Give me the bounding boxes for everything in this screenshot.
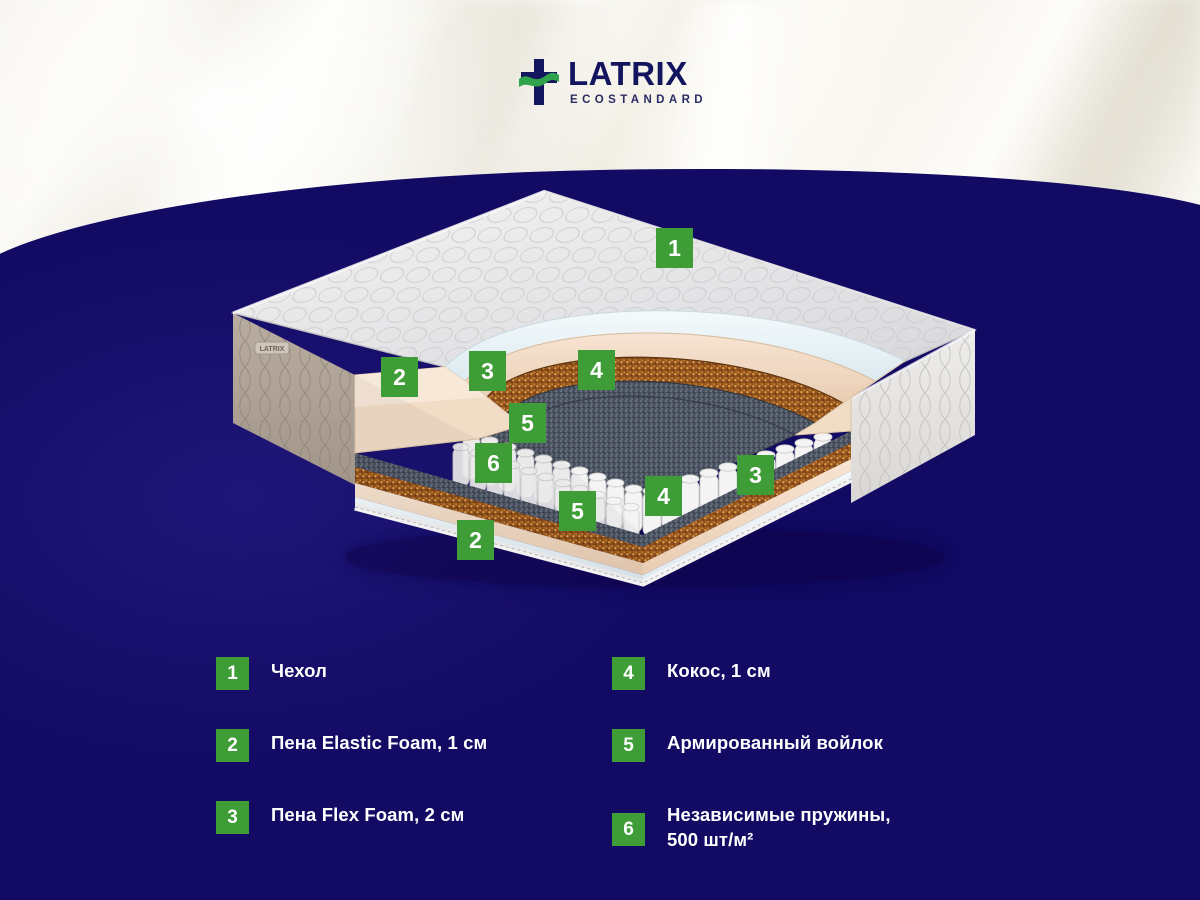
legend-badge-1: 1 — [216, 657, 249, 690]
callout-badge-6-springs: 6 — [475, 443, 512, 483]
brand-tagline: ECOSTANDARD — [570, 94, 707, 106]
legend-label-2: Пена Elastic Foam, 1 см — [271, 732, 488, 753]
legend-item-5: 5 Армированный войлок — [612, 727, 1046, 799]
svg-text:LATRIX: LATRIX — [260, 346, 285, 353]
legend-item-1: 1 Чехол — [216, 655, 612, 727]
legend-item-3: 3 Пена Flex Foam, 2 см — [216, 799, 612, 871]
callout-badge-3-bottom: 3 — [737, 455, 774, 495]
legend-badge-2: 2 — [216, 729, 249, 762]
legend-label-6: Независимые пружины, 500 шт/м² — [667, 804, 891, 850]
brand-logo: LATRIX ECOSTANDARD — [519, 57, 707, 107]
callout-badge-4-bottom: 4 — [645, 476, 682, 516]
legend-label-5: Армированный войлок — [667, 732, 883, 753]
callout-badge-5-bottom: 5 — [559, 491, 596, 531]
callout-badge-1: 1 — [656, 228, 693, 268]
legend-label-1: Чехол — [271, 660, 327, 681]
callout-badge-3-top: 3 — [469, 351, 506, 391]
callout-badge-4-top: 4 — [578, 350, 615, 390]
brand-name: LATRIX — [568, 55, 688, 92]
callout-badge-2-bottom: 2 — [457, 520, 494, 560]
legend-item-6: 6 Независимые пружины, 500 шт/м² — [612, 799, 1046, 871]
legend-item-2: 2 Пена Elastic Foam, 1 см — [216, 727, 612, 799]
callout-badge-5-top: 5 — [509, 403, 546, 443]
mattress-cutaway-illustration: LATRIX — [215, 185, 990, 587]
legend-label-3: Пена Flex Foam, 2 см — [271, 804, 465, 825]
legend-label-4: Кокос, 1 см — [667, 660, 771, 681]
legend-item-4: 4 Кокос, 1 см — [612, 655, 1046, 727]
layer-legend: 1 Чехол 4 Кокос, 1 см 2 Пена Elastic Foa… — [216, 655, 1046, 871]
legend-badge-3: 3 — [216, 801, 249, 834]
legend-badge-5: 5 — [612, 729, 645, 762]
latrix-cross-wave-icon — [519, 58, 559, 105]
legend-badge-4: 4 — [612, 657, 645, 690]
legend-badge-6: 6 — [612, 813, 645, 846]
callout-badge-2-top: 2 — [381, 357, 418, 397]
logo-wordmark: LATRIX ECOSTANDARD — [568, 57, 707, 107]
